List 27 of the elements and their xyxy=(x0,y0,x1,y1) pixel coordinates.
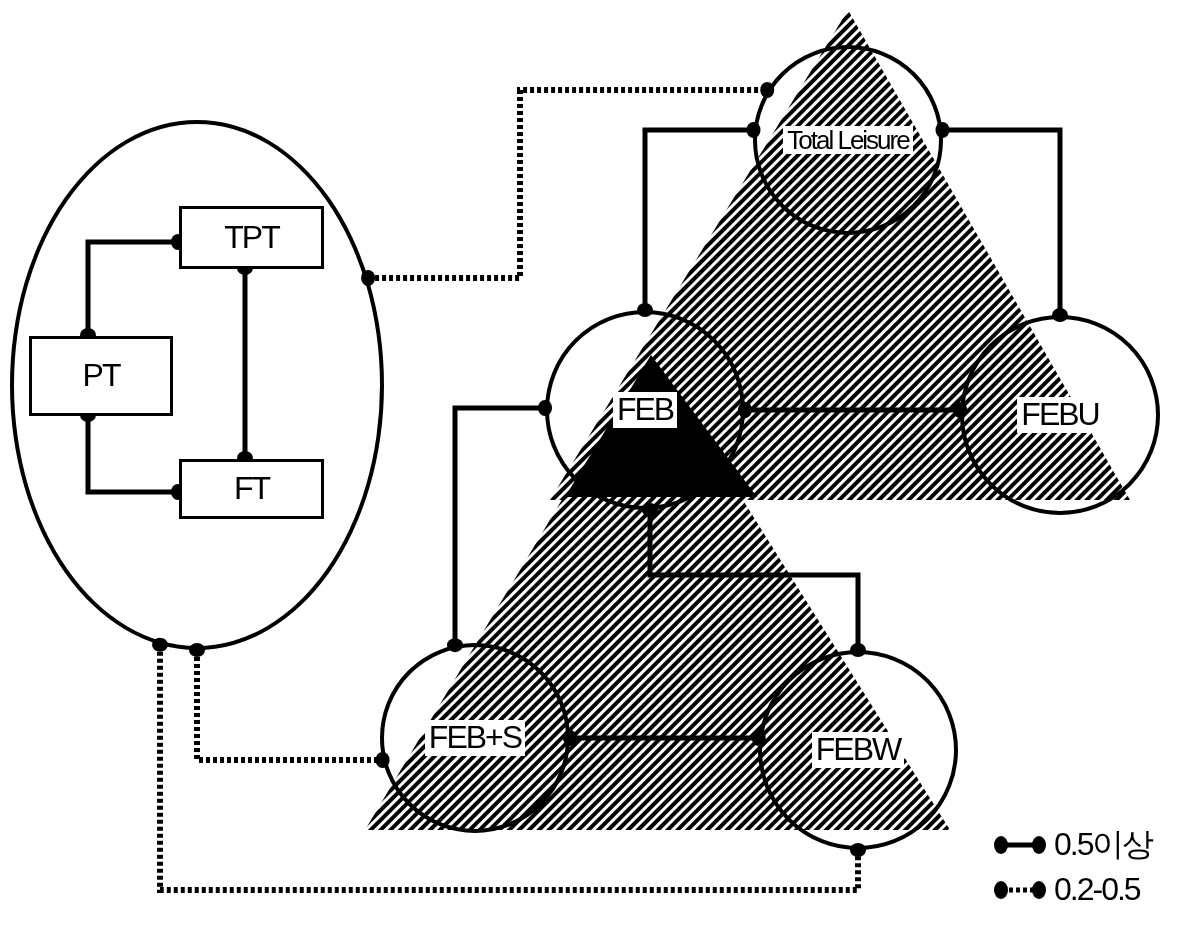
domain-circle xyxy=(545,310,745,510)
connector xyxy=(447,400,552,653)
domain-circle xyxy=(753,45,943,235)
node-label: TPT xyxy=(223,219,281,256)
term-box xyxy=(179,459,324,519)
dashed-connector xyxy=(361,82,775,286)
node-label: FT xyxy=(232,471,271,507)
legend-label: 0.5이상 xyxy=(1054,825,1153,864)
term-box xyxy=(29,336,173,416)
node-label: FEBW xyxy=(811,732,905,768)
legend-label: 0.2-0.5 xyxy=(1054,871,1140,908)
node-label: PT xyxy=(81,358,121,394)
connector xyxy=(563,730,766,746)
term-box xyxy=(179,206,324,269)
connector xyxy=(935,122,1068,322)
connector xyxy=(642,502,866,657)
domain-circle xyxy=(960,315,1160,515)
connector xyxy=(637,122,761,317)
node-label: FEB xyxy=(612,392,678,428)
dashed-connector xyxy=(152,637,866,893)
domain-circle xyxy=(758,650,958,850)
domain-circle xyxy=(380,643,570,833)
node-label: Total Leisure xyxy=(783,125,913,155)
group-ellipse xyxy=(10,120,384,650)
connector xyxy=(738,402,968,418)
node-label: FEB+S xyxy=(424,720,526,756)
dashed-connector xyxy=(189,643,390,768)
